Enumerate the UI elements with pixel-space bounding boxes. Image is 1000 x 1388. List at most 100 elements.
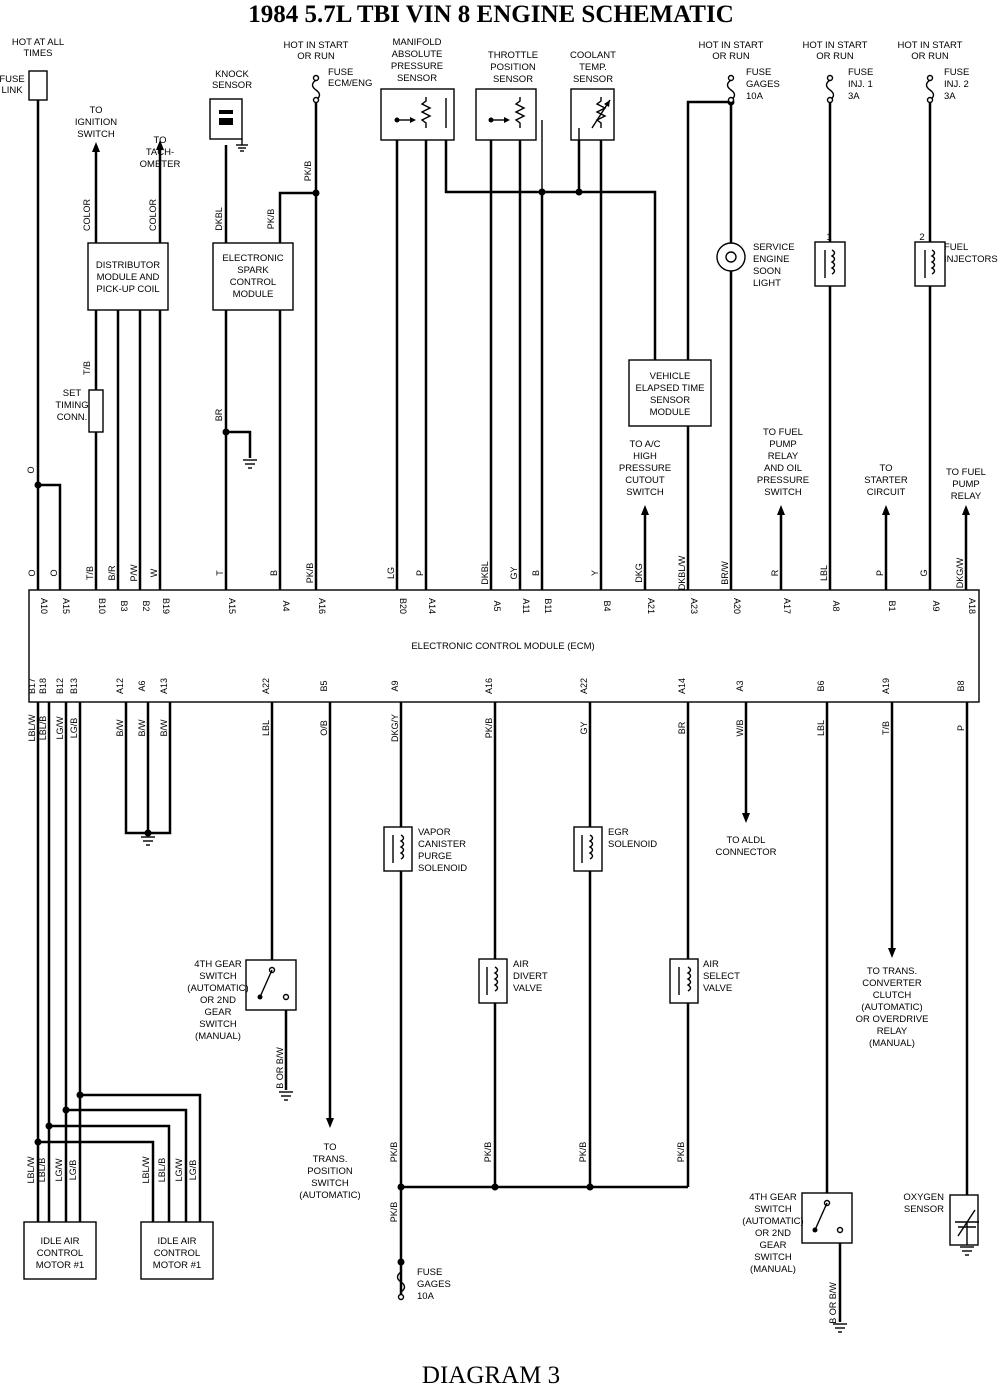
hot-all-times-label-line: HOT AT ALL [12, 37, 64, 48]
top-wire-color: PK/B [305, 563, 315, 584]
idle-motor-1-label-line: MOTOR #1 [36, 1260, 84, 1271]
top-wire-color: B [531, 570, 541, 576]
fuse-bottom-label-line: GAGES [417, 1279, 451, 1290]
gear-switch-right-label-line: (MANUAL) [750, 1264, 796, 1275]
air-divert-label-line: VALVE [513, 983, 542, 994]
hot-start-run-label-line: HOT IN START [803, 40, 868, 51]
to-trans-pos-label-line: TRANS. [313, 1154, 348, 1165]
gear-switch-left-label-line: SWITCH [199, 971, 237, 982]
wire-color-label: BR [214, 408, 224, 421]
top-wire-color: T [215, 570, 225, 576]
to-aldl-label-line: CONNECTOR [715, 847, 776, 858]
top-wire-color: Y [590, 570, 600, 576]
bottom-wire-color: LBL/B [38, 716, 48, 741]
hot-start-run-label-line: HOT IN START [284, 40, 349, 51]
bottom-pin-id: A16 [484, 678, 494, 694]
motor-wire-color: LG/W [174, 1158, 184, 1182]
fuel-injectors-label-line: INJECTORS [944, 254, 998, 265]
pkb-bus-label: PK/B [389, 1202, 399, 1223]
top-pin-id: B19 [161, 598, 171, 614]
vets-label-line: ELAPSED TIME [636, 383, 705, 394]
vapor-canister-label-line: VAPOR [418, 827, 451, 838]
fuse-link-label-line: LINK [1, 85, 23, 96]
fuse-inj1-label-line: FUSE [848, 67, 873, 78]
coolant-sensor-label-line: SENSOR [573, 74, 613, 85]
fuse-bottom-label-line: 10A [417, 1291, 435, 1302]
bottom-pin-id: A13 [159, 678, 169, 694]
bottom-wire-color: LG/B [69, 718, 79, 739]
ses-light-label-line: ENGINE [753, 254, 789, 265]
top-wire-color: LG [386, 567, 396, 579]
bottom-wire-color: W/B [735, 720, 745, 737]
bottom-wire-color: BR [677, 721, 687, 734]
gear-switch-left-label-line: SWITCH [199, 1019, 237, 1030]
bottom-pin-id: B6 [816, 680, 826, 691]
top-pin-id: A17 [782, 598, 792, 614]
air-select-valve-icon [669, 958, 699, 1004]
to-aldl-label-line: TO ALDL [727, 835, 766, 846]
hot-start-run-label-line: OR RUN [297, 51, 335, 62]
to-tach-label-line: OMETER [140, 159, 181, 170]
fuse-bottom-label-line: FUSE [417, 1267, 442, 1278]
timing-conn-label-line: SET [63, 388, 82, 399]
ecm-bottom-pins: B17LBL/WB18LBL/BB12LG/WB13LG/BA12B/WA6B/… [27, 678, 966, 742]
top-wire-color: B [269, 570, 279, 576]
top-wire-color: O [49, 569, 59, 576]
egr-label-line: SOLENOID [608, 839, 657, 850]
top-wire-color: DKG/W [955, 557, 965, 588]
top-pin-id: A16 [317, 598, 327, 614]
top-pin-id: A5 [492, 600, 502, 611]
bottom-pin-id: A3 [735, 680, 745, 691]
gear-switch-right-label-line: SWITCH [754, 1252, 792, 1263]
pkb-bus-label: PK/B [578, 1142, 588, 1163]
bottom-pin-id: A22 [579, 678, 589, 694]
injector-1-label: 1 [826, 232, 831, 243]
to-ac-label-line: TO A/C [630, 439, 661, 450]
bottom-pin-id: B5 [319, 680, 329, 691]
top-pin-id: A21 [646, 598, 656, 614]
bottom-wire-color: B/W [137, 719, 147, 737]
bottom-wire-color: O/B [319, 720, 329, 736]
bottom-wire-color: PK/B [484, 718, 494, 739]
gear-switch-right-label-line: SWITCH [754, 1204, 792, 1215]
top-pin-id: A18 [967, 598, 977, 614]
bottom-wire-color: LBL/W [27, 714, 37, 742]
top-wire-color: T/B [85, 566, 95, 580]
bottom-pin-id: B17 [27, 678, 37, 694]
motor-wire-color: LBL/B [157, 1158, 167, 1183]
motor-wire-color: LBL/B [37, 1158, 47, 1183]
coolant-sensor-icon [570, 88, 615, 141]
top-wire-color: W [149, 568, 159, 577]
to-tcc-label-line: CLUTCH [873, 990, 912, 1001]
ses-light-label-line: SERVICE [753, 242, 795, 253]
wire-color-label: B OR B/W [275, 1047, 285, 1089]
knock-sensor-label-line: SENSOR [212, 80, 252, 91]
hot-start-run-label-line: OR RUN [712, 51, 750, 62]
air-divert-valve-icon [478, 958, 508, 1004]
bottom-pin-id: B18 [38, 678, 48, 694]
top-wire-color: GY [509, 566, 519, 579]
gear-switch-left-label-line: (AUTOMATIC) [187, 983, 248, 994]
top-wire-color: P [415, 570, 425, 576]
to-starter-label-line: STARTER [864, 475, 908, 486]
ground-icons-bottom [141, 836, 974, 1333]
ecm-top-pins: OA10OA15T/BB10B/RB3P/WB2WB19TA15BA4PK/BA… [27, 555, 977, 614]
motor-wire-color: LBL/W [26, 1156, 36, 1184]
gear-switch-left-icon [245, 959, 297, 1011]
top-wire-color: R [770, 569, 780, 576]
wire-color-label: O [26, 466, 36, 473]
top-pin-id: B1 [887, 600, 897, 611]
top-wire-color: DKG [634, 563, 644, 583]
coolant-sensor-label-line: COOLANT [570, 50, 616, 61]
esc-label-line: SPARK [237, 265, 269, 276]
to-fuel-pump-relay-oil-label-line: AND OIL [764, 463, 802, 474]
ecm-label: ELECTRONIC CONTROL MODULE (ECM) [411, 641, 594, 652]
map-sensor-icon [380, 88, 455, 141]
wire-color-label: B OR B/W [828, 1282, 838, 1324]
vapor-canister-label-line: SOLENOID [418, 863, 467, 874]
